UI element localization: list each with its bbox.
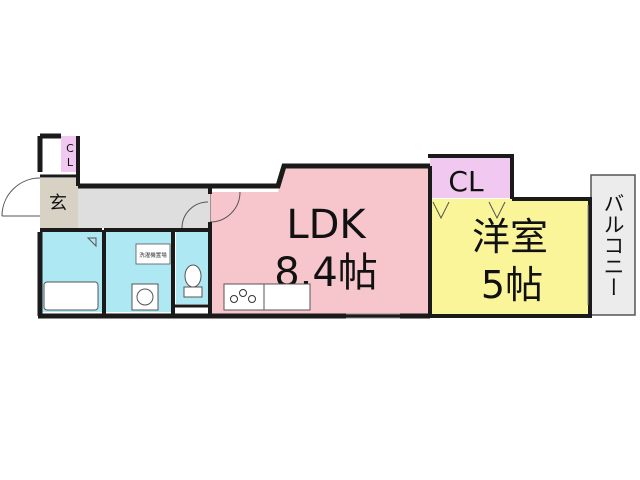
closet-entry-label-c: C (66, 142, 74, 155)
washing-machine-label: 洗濯機置場 (139, 251, 167, 259)
western-room-size: 5帖 (481, 263, 543, 307)
stove-burner-icon (248, 295, 256, 303)
closet-door-left (432, 201, 450, 220)
ldk-room (210, 168, 428, 314)
wash-basin (131, 283, 159, 311)
toilet-tank-icon (183, 286, 203, 298)
closet-main (430, 158, 510, 198)
closet-door-right (488, 201, 506, 220)
ldk-door-swing (209, 191, 241, 223)
hall-door-swing (181, 201, 209, 229)
kitchen-counter (223, 283, 265, 311)
toilet-bowl-icon (184, 264, 202, 288)
balcony-area (590, 174, 636, 316)
basin-bowl-icon (136, 288, 154, 306)
kitchen-sink (263, 283, 311, 311)
balcony-label: バルコニー (601, 193, 625, 298)
windows (346, 205, 589, 319)
hallway (78, 188, 210, 228)
western-room-name: 洋室 (472, 215, 548, 259)
western-room (428, 199, 590, 314)
bath-drain-icon (86, 237, 97, 248)
closet-entry-label-l: L (67, 156, 74, 169)
walls (37, 133, 592, 319)
stove-burner-icon (239, 289, 247, 297)
ldk-room-name: LDK (286, 202, 367, 248)
washing-machine-space (135, 243, 171, 265)
stove-burner-icon (230, 295, 238, 303)
entrance-label: 玄 (49, 193, 67, 214)
closet-main-label: CL (448, 165, 484, 198)
bathtub (43, 281, 99, 311)
entrance-door-swing (1, 177, 41, 217)
entrance-area (40, 178, 78, 228)
closet-entry (61, 136, 79, 172)
